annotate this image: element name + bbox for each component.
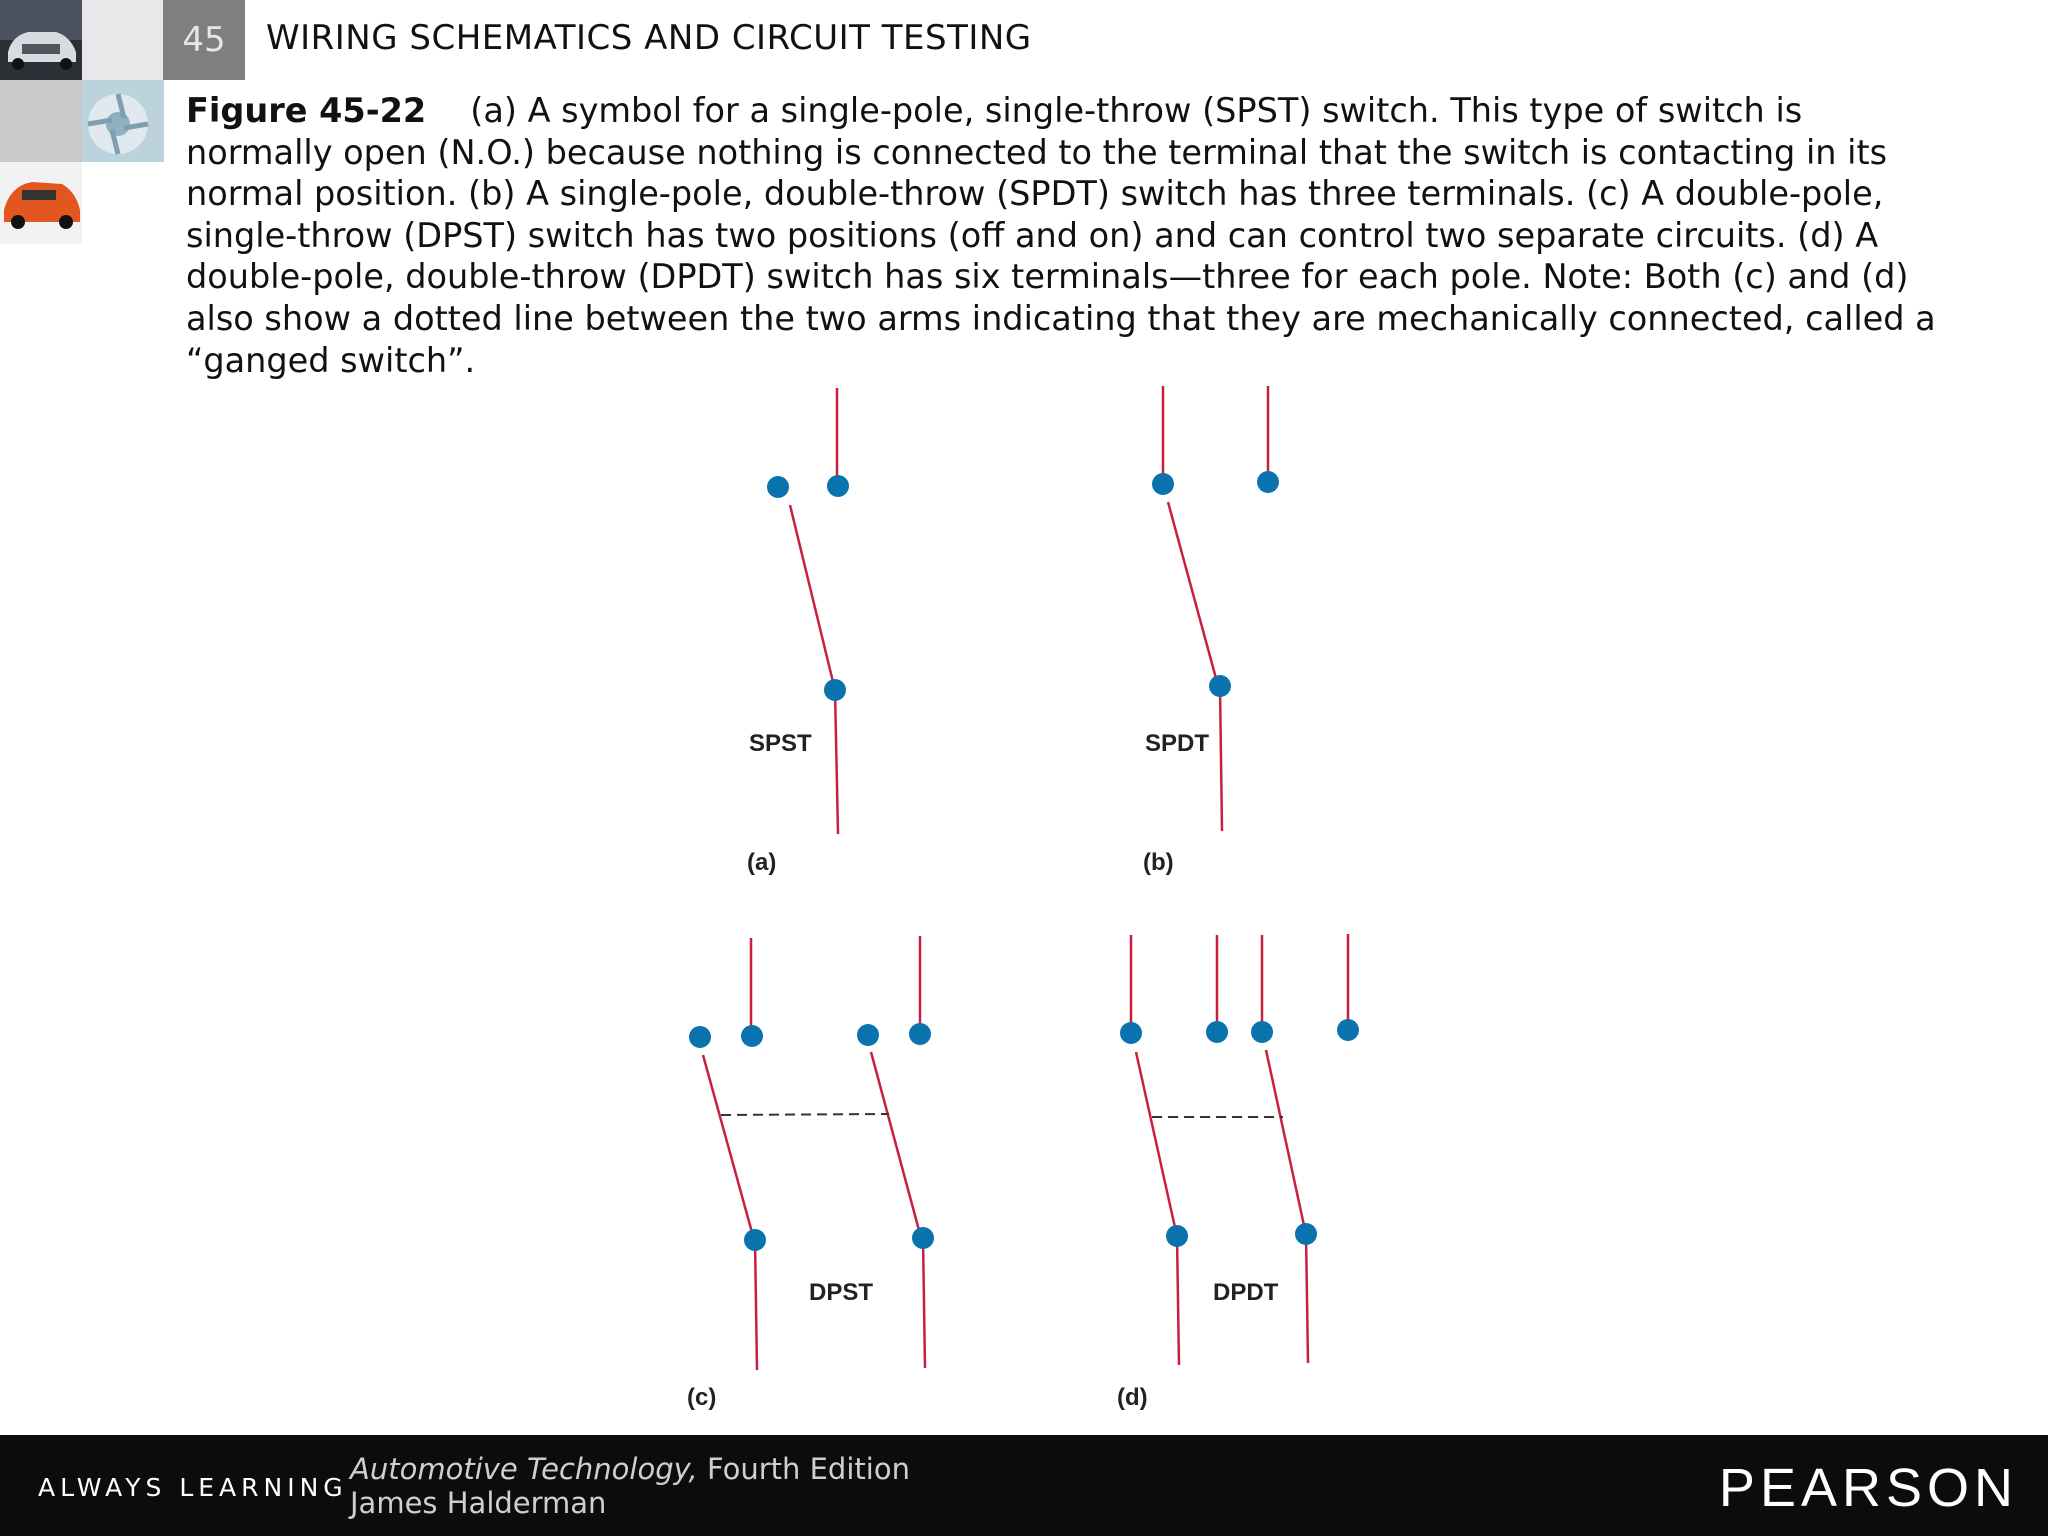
diagram-letter-d: (d): [1117, 1384, 1148, 1411]
car-thumbnail-orange: [0, 162, 82, 244]
terminal: [827, 475, 849, 497]
terminal: [912, 1227, 934, 1249]
switch-arm: [1264, 1049, 1307, 1231]
wire: [1175, 1235, 1181, 1366]
switch-arm: [1166, 501, 1219, 683]
car-thumbnail-silver: [0, 0, 82, 80]
terminal: [1120, 1022, 1142, 1044]
dpdt-label: DPDT: [1213, 1279, 1279, 1306]
footer-bar: ALWAYS LEARNING Automotive Technology, F…: [0, 1435, 2048, 1536]
terminal: [741, 1025, 763, 1047]
book-author: James Halderman: [350, 1486, 607, 1520]
terminal: [1251, 1021, 1273, 1043]
turbine-thumbnail: [82, 80, 164, 162]
book-title: Automotive Technology,: [350, 1452, 698, 1486]
figure-caption-text: (a) A symbol for a single-pole, single-t…: [186, 91, 1936, 380]
book-edition: Fourth Edition: [697, 1452, 910, 1486]
diagram-letter-b: (b): [1143, 849, 1174, 876]
dpst-label: DPST: [809, 1279, 873, 1306]
wire: [1304, 1233, 1310, 1364]
gang-dotted-line: [720, 1113, 890, 1116]
spdt-label: SPDT: [1145, 730, 1209, 757]
grey-tile: [0, 80, 82, 162]
wire: [753, 1239, 759, 1371]
switch-arm: [1134, 1051, 1178, 1233]
terminal: [1257, 471, 1279, 493]
switch-arm: [788, 504, 836, 687]
terminal: [689, 1026, 711, 1048]
spdt-diagram: SPDT (b): [1143, 386, 1279, 876]
figure-caption: Figure 45-22(a) A symbol for a single-po…: [186, 90, 1946, 381]
wire: [921, 1237, 927, 1369]
wire: [833, 689, 840, 835]
wire: [1218, 685, 1224, 832]
switch-diagrams: SPST (a) SPDT (b) DPST (c): [687, 386, 1359, 1411]
spst-diagram: SPST (a): [747, 388, 849, 876]
terminal: [1209, 675, 1231, 697]
chapter-title: WIRING SCHEMATICS AND CIRCUIT TESTING: [266, 18, 1032, 58]
switch-arm: [701, 1054, 755, 1237]
terminal: [1206, 1021, 1228, 1043]
dpst-diagram: DPST (c): [687, 936, 934, 1411]
terminal: [857, 1024, 879, 1046]
terminal: [1337, 1019, 1359, 1041]
terminal: [744, 1229, 766, 1251]
diagram-letter-c: (c): [687, 1384, 716, 1411]
terminal: [909, 1023, 931, 1045]
book-info: Automotive Technology, Fourth Edition Ja…: [350, 1452, 910, 1520]
figure-number: Figure 45-22: [186, 91, 427, 130]
diagram-letter-a: (a): [747, 849, 776, 876]
terminal: [1152, 473, 1174, 495]
always-learning-tagline: ALWAYS LEARNING: [38, 1473, 348, 1502]
terminal: [1295, 1223, 1317, 1245]
pearson-logo: PEARSON: [1718, 1458, 2018, 1518]
chapter-number: 45: [163, 0, 245, 80]
header-thumbnails: [0, 0, 164, 244]
spst-label: SPST: [749, 730, 812, 757]
terminal: [1166, 1225, 1188, 1247]
grey-tile: [82, 0, 163, 80]
terminal: [767, 476, 789, 498]
terminal: [824, 679, 846, 701]
switch-arm: [869, 1051, 922, 1235]
dpdt-diagram: DPDT (d): [1117, 934, 1359, 1411]
